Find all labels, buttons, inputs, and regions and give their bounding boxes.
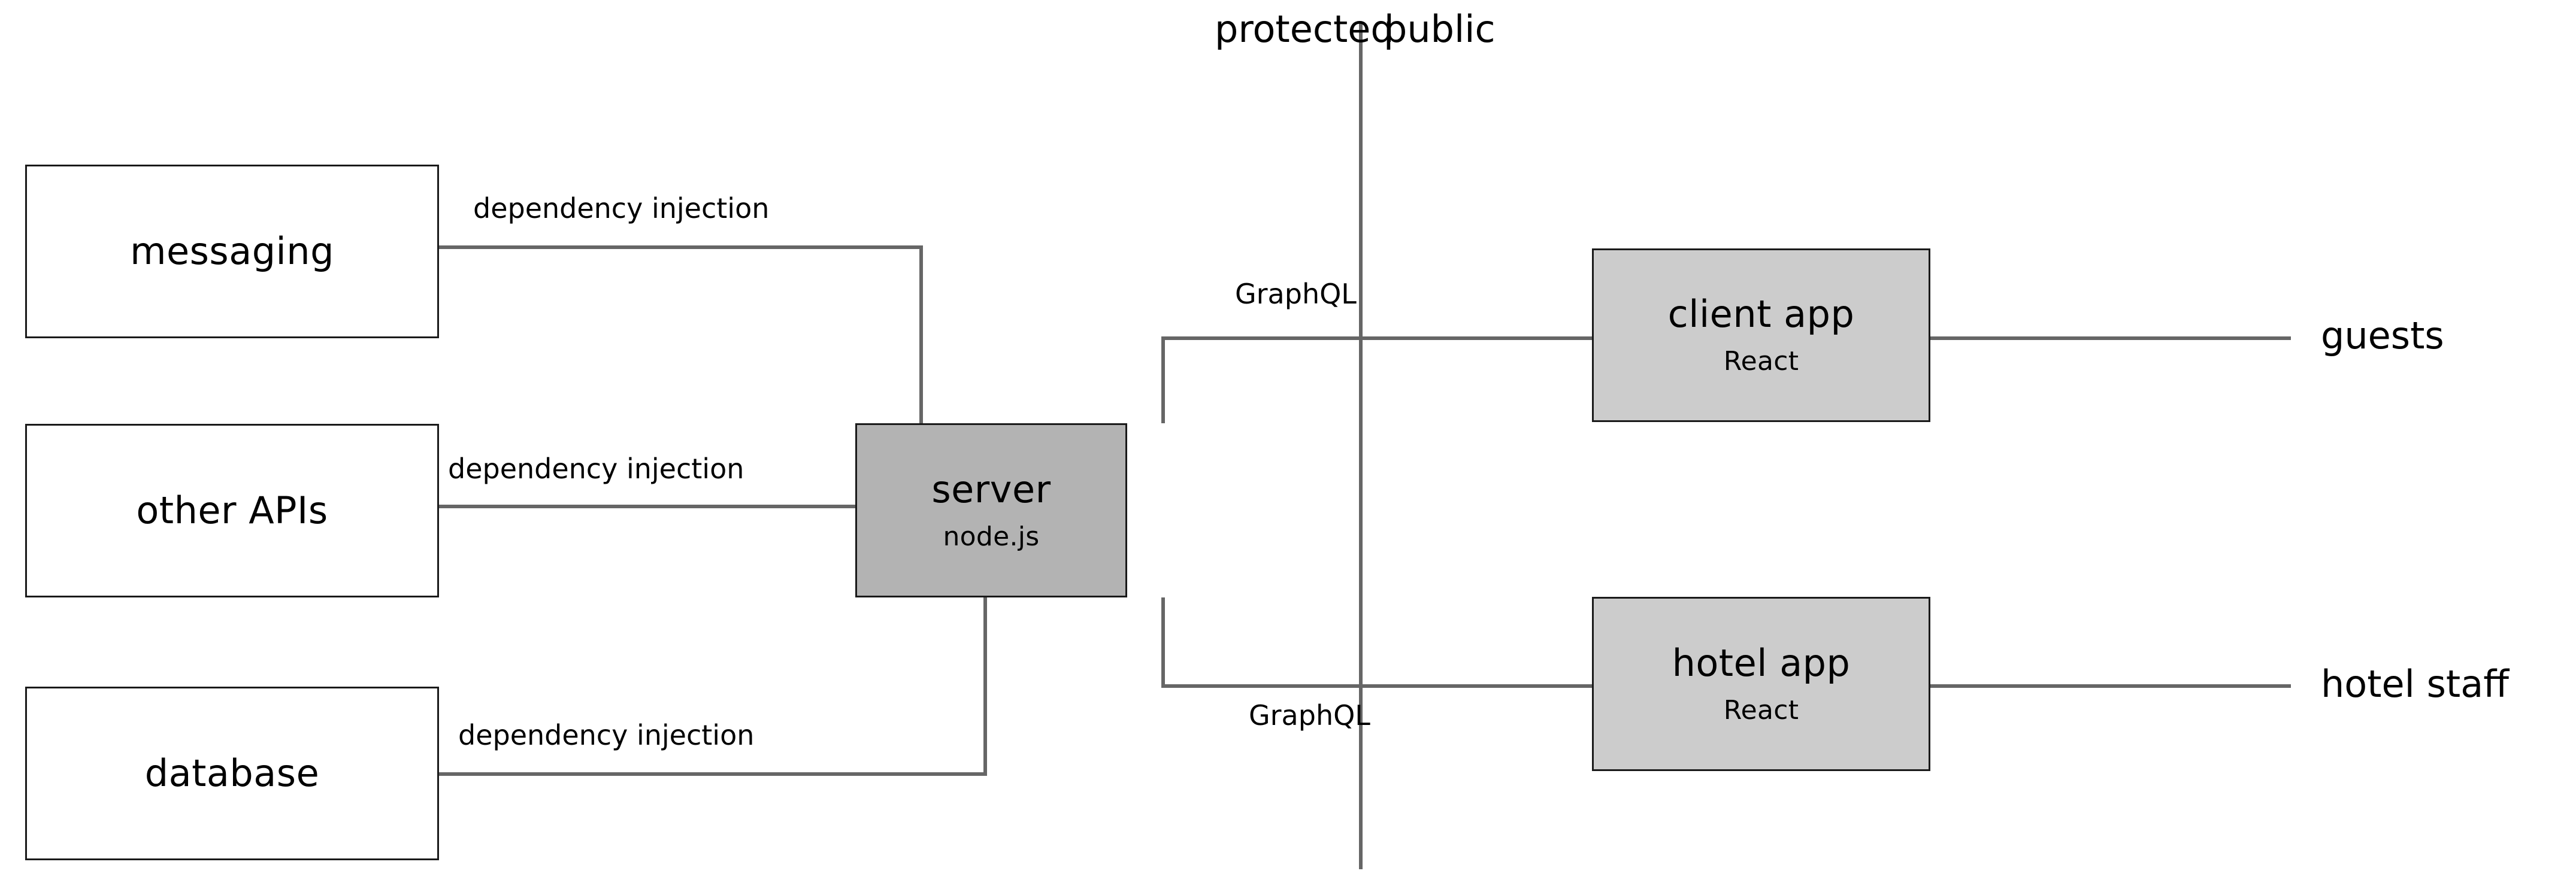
edge-label-dependency-injection-1: dependency injection [473,192,770,224]
node-server[interactable]: server node.js [855,423,1127,597]
node-server-subtitle: node.js [943,521,1040,552]
edge-messaging-to-server [439,245,923,423]
node-database-title: database [144,751,320,795]
node-messaging-title: messaging [130,229,334,273]
edge-label-graphql-2: GraphQL [1249,699,1370,732]
actor-label-hotel-staff: hotel staff [2321,662,2509,706]
edge-label-graphql-1: GraphQL [1235,278,1357,310]
node-other-apis[interactable]: other APIs [25,424,439,597]
node-other-apis-title: other APIs [136,488,328,532]
actor-label-guests: guests [2321,314,2444,357]
node-hotel-app[interactable]: hotel app React [1592,597,1930,771]
zone-label-protected: protected [1215,7,1394,51]
node-client-app[interactable]: client app React [1592,248,1930,422]
node-client-app-subtitle: React [1723,346,1799,377]
node-database[interactable]: database [25,687,439,860]
edge-server-to-client-app [1161,336,1592,423]
edge-database-to-server [439,597,987,776]
edge-server-to-hotel-app [1161,597,1592,688]
edge-label-dependency-injection-2: dependency injection [448,453,744,485]
node-hotel-app-subtitle: React [1723,694,1799,726]
node-server-title: server [931,467,1051,511]
edge-label-dependency-injection-3: dependency injection [458,719,755,751]
node-messaging[interactable]: messaging [25,165,439,338]
node-hotel-app-title: hotel app [1672,641,1851,685]
zone-label-public: public [1384,7,1496,51]
node-client-app-title: client app [1667,292,1855,336]
